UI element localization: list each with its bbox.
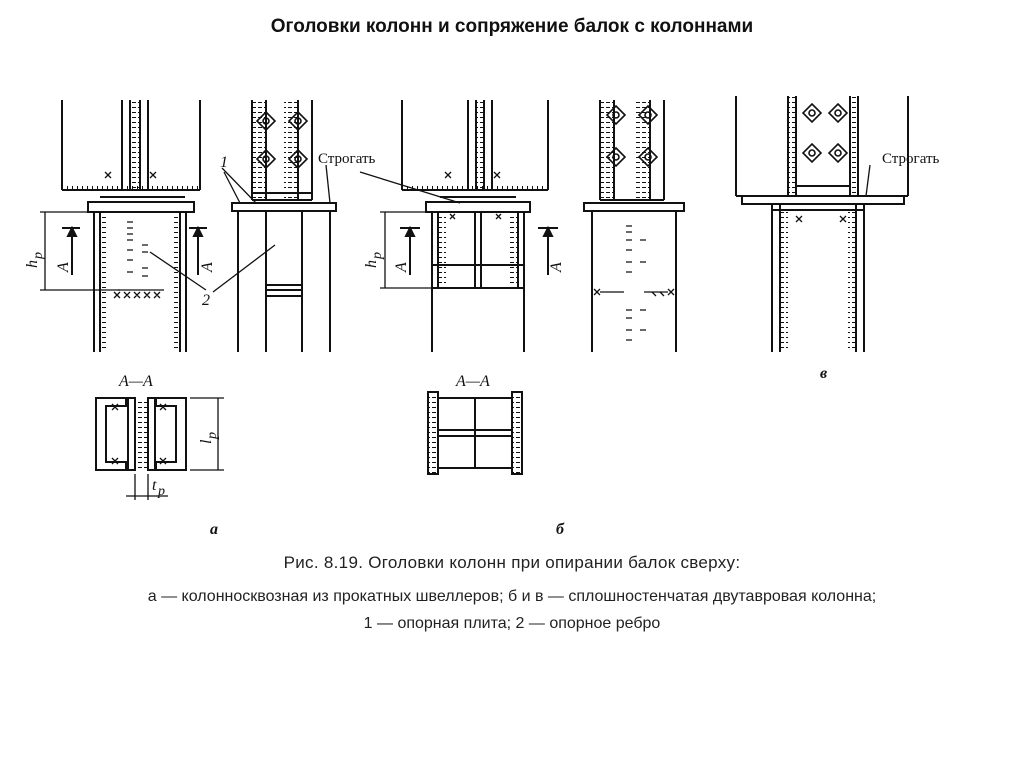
section-aa-mid: [427, 391, 523, 475]
section-aa-mid-label: A—A: [455, 373, 490, 390]
svg-text:p: p: [157, 484, 165, 499]
hp-label-left: h p: [24, 252, 46, 268]
tp-label: t p: [152, 477, 165, 499]
hp-label-mid: h p: [363, 252, 385, 268]
svg-text:h: h: [24, 260, 41, 268]
svg-text:p: p: [370, 252, 385, 260]
variant-label-v: в: [820, 365, 827, 382]
figure-caption-legend-2: 1 — опорная плита; 2 — опорное ребро: [363, 615, 661, 632]
page-title: Оголовки колонн и сопряжение балок с кол…: [270, 16, 754, 37]
variant-v-view: [735, 96, 909, 352]
variant-label-b: б: [556, 521, 565, 538]
callout-2: 2: [202, 292, 210, 309]
svg-text:h: h: [363, 260, 380, 268]
svg-text:p: p: [205, 432, 220, 440]
svg-text:l: l: [198, 439, 215, 444]
section-aa-left: [95, 397, 224, 500]
planing-label-a: Строгать: [318, 151, 376, 167]
figure-caption-title: Рис. 8.19. Оголовки колонн при опирании …: [283, 553, 741, 572]
section-arrow-a-1: A: [55, 262, 72, 273]
variant-a-view-1: [40, 100, 207, 352]
variant-b-view-1: [359, 100, 558, 352]
lp-label: l p: [198, 432, 220, 444]
callout-1: 1: [220, 154, 228, 171]
section-aa-left-label: A—A: [118, 373, 153, 390]
planing-label-v: Строгать: [882, 151, 940, 167]
variant-b-view-2: [583, 100, 685, 352]
section-arrow-a-2: A: [199, 262, 216, 273]
section-arrow-b-1: A: [393, 262, 410, 273]
figure-caption-legend-1: а — колонносквозная из прокатных швеллер…: [147, 588, 877, 605]
variant-a-view-2: [212, 100, 337, 352]
svg-text:t: t: [152, 477, 157, 494]
variant-label-a: а: [210, 521, 218, 538]
svg-text:p: p: [31, 252, 46, 260]
section-arrow-b-2: A: [548, 262, 565, 273]
